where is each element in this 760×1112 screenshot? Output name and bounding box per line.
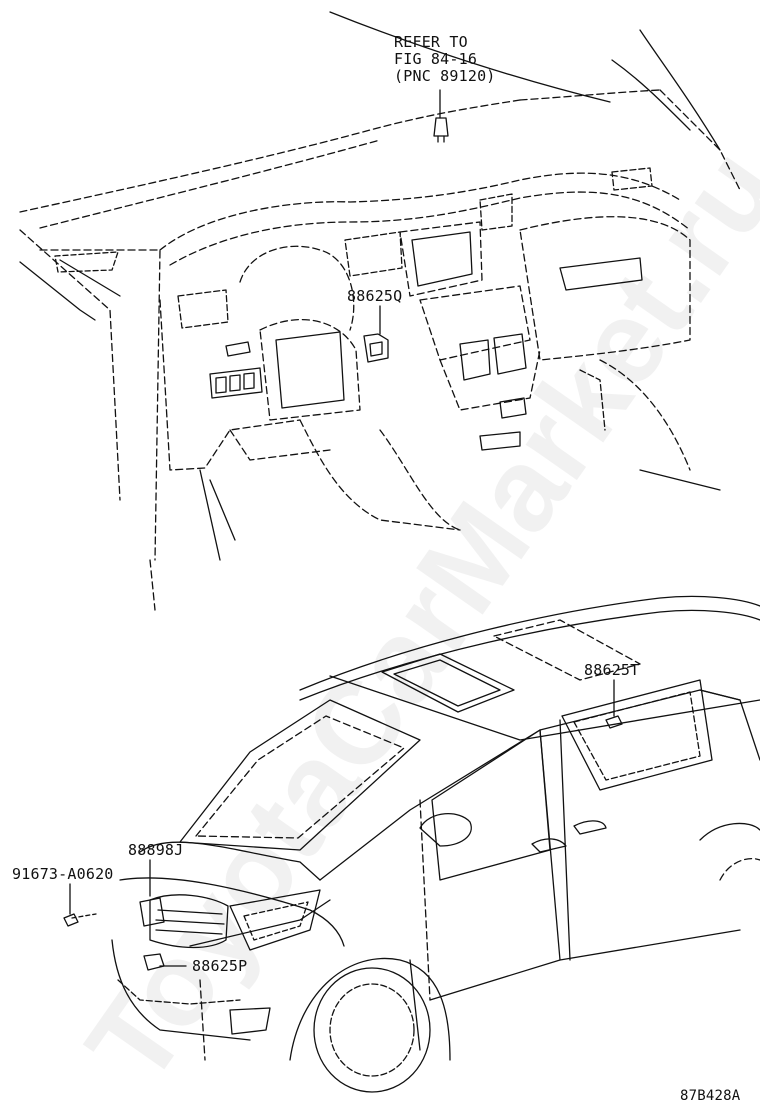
dashboard-drawing <box>19 11 741 611</box>
figure-code: 87B428A <box>680 1088 741 1104</box>
part-label-88625t: 88625T <box>584 661 640 679</box>
refer-line-2: FIG 84-16 <box>394 50 478 68</box>
refer-line-1: REFER TO <box>394 33 468 51</box>
part-label-88625p: 88625P <box>192 957 248 975</box>
vehicle-drawing <box>63 595 760 1093</box>
part-label-91673-a0620: 91673-A0620 <box>12 865 114 883</box>
part-label-88898j: 88898J <box>128 841 184 859</box>
part-label-88625q: 88625Q <box>347 287 403 305</box>
refer-line-3: (PNC 89120) <box>394 67 496 85</box>
